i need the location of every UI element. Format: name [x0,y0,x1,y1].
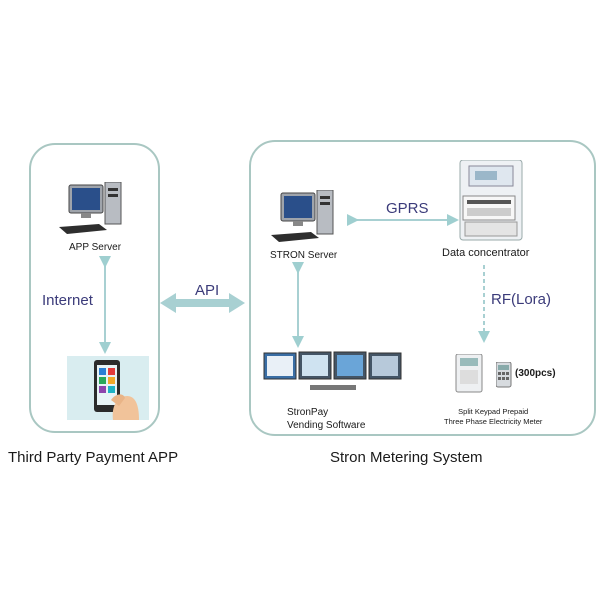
gprs-label: GPRS [386,200,429,217]
data-concentrator-label: Data concentrator [442,247,530,259]
meter-description: Split Keypad Prepaid Three Phase Electri… [444,407,542,427]
app-server-label: APP Server [69,242,122,253]
stron-caption: Stron Metering System [330,449,483,466]
third-party-caption: Third Party Payment APP [8,449,179,466]
vending-monitors-icon [260,349,405,400]
meter-line-2: Three Phase Electricity Meter [444,417,543,426]
data-concentrator-icon [455,159,525,247]
meter-count-label: (300pcs) [515,368,556,379]
rf-label: RF(Lora) [491,291,552,308]
smartphone-payment-icon [67,356,149,425]
vending-line-2: Vending Software [287,420,366,431]
stron-server-icon [267,189,342,250]
keypad-icon [495,361,512,393]
vending-software-label: StronPay Vending Software [287,406,365,432]
server-computer-icon [55,181,130,242]
internet-label: Internet [42,292,93,309]
api-arrow [160,293,245,313]
vending-line-1: StronPay [287,407,329,418]
electricity-meter-icon [455,353,485,399]
stron-server-label: STRON Server [270,250,338,261]
api-label: API [195,282,220,299]
meter-line-1: Split Keypad Prepaid [458,407,529,416]
